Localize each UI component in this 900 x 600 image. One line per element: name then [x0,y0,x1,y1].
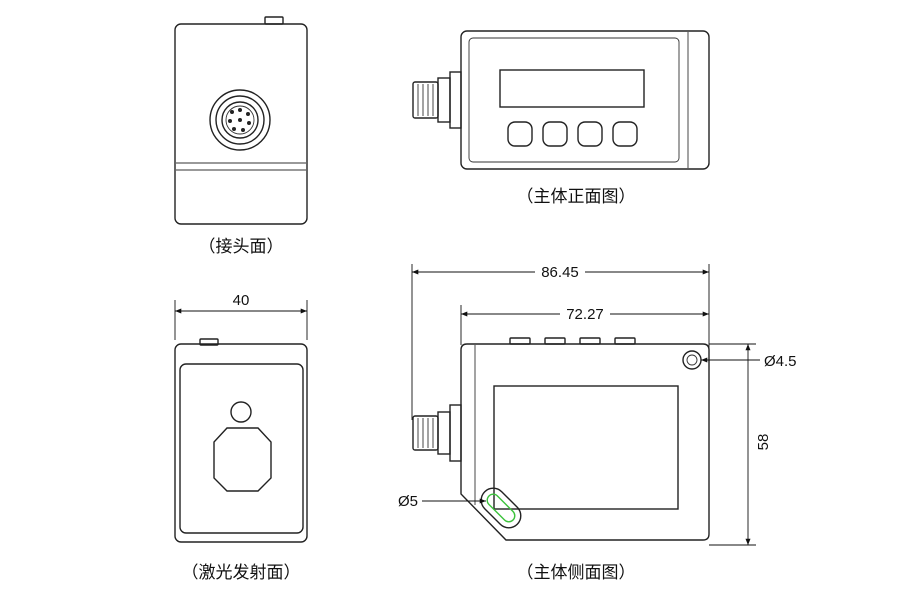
laser-face-body [174,343,308,543]
key-button-2 [542,121,568,147]
key-button-1 [507,121,533,147]
connector-face-view: （接头面） [174,16,308,257]
top-button-stub [264,16,284,25]
connector-side-icon [412,71,462,129]
height-label: 58 [755,434,772,451]
front-view: （主体正面图） [412,30,710,207]
front-body [460,30,710,170]
connector-side-icon [412,404,462,462]
side-caption: （主体侧面图） [517,563,636,583]
laser-face-view: 40 （激光发射面） [174,292,308,583]
lens-label: Ø5 [398,493,418,510]
laser-face-panel [179,363,304,534]
overall-length-label: 86.45 [541,264,579,281]
body-length-label: 72.27 [566,306,604,323]
connector-face-caption: （接头面） [199,237,284,257]
key-button-4 [612,121,638,147]
side-body [460,343,710,541]
connector-face-body [174,23,308,225]
top-button-stub [579,337,601,345]
top-button-stub [614,337,636,345]
m12-connector-icon [209,89,271,151]
top-button-stub [544,337,566,345]
laser-face-caption: （激光发射面） [182,563,301,583]
lens-icon [480,487,522,529]
mount-hole-label: Ø4.5 [764,353,797,370]
width-dimension-label: 40 [233,292,250,309]
front-bezel [468,37,680,163]
top-button-stub [509,337,531,345]
side-window [493,385,679,510]
side-view: 86.45 72.27 [398,262,797,583]
laser-aperture [213,427,272,492]
mount-hole-icon [682,350,702,370]
front-caption: （主体正面图） [517,187,636,207]
display-window [499,69,645,108]
top-button-stub [199,338,219,346]
indicator-hole [230,401,252,423]
key-button-3 [577,121,603,147]
